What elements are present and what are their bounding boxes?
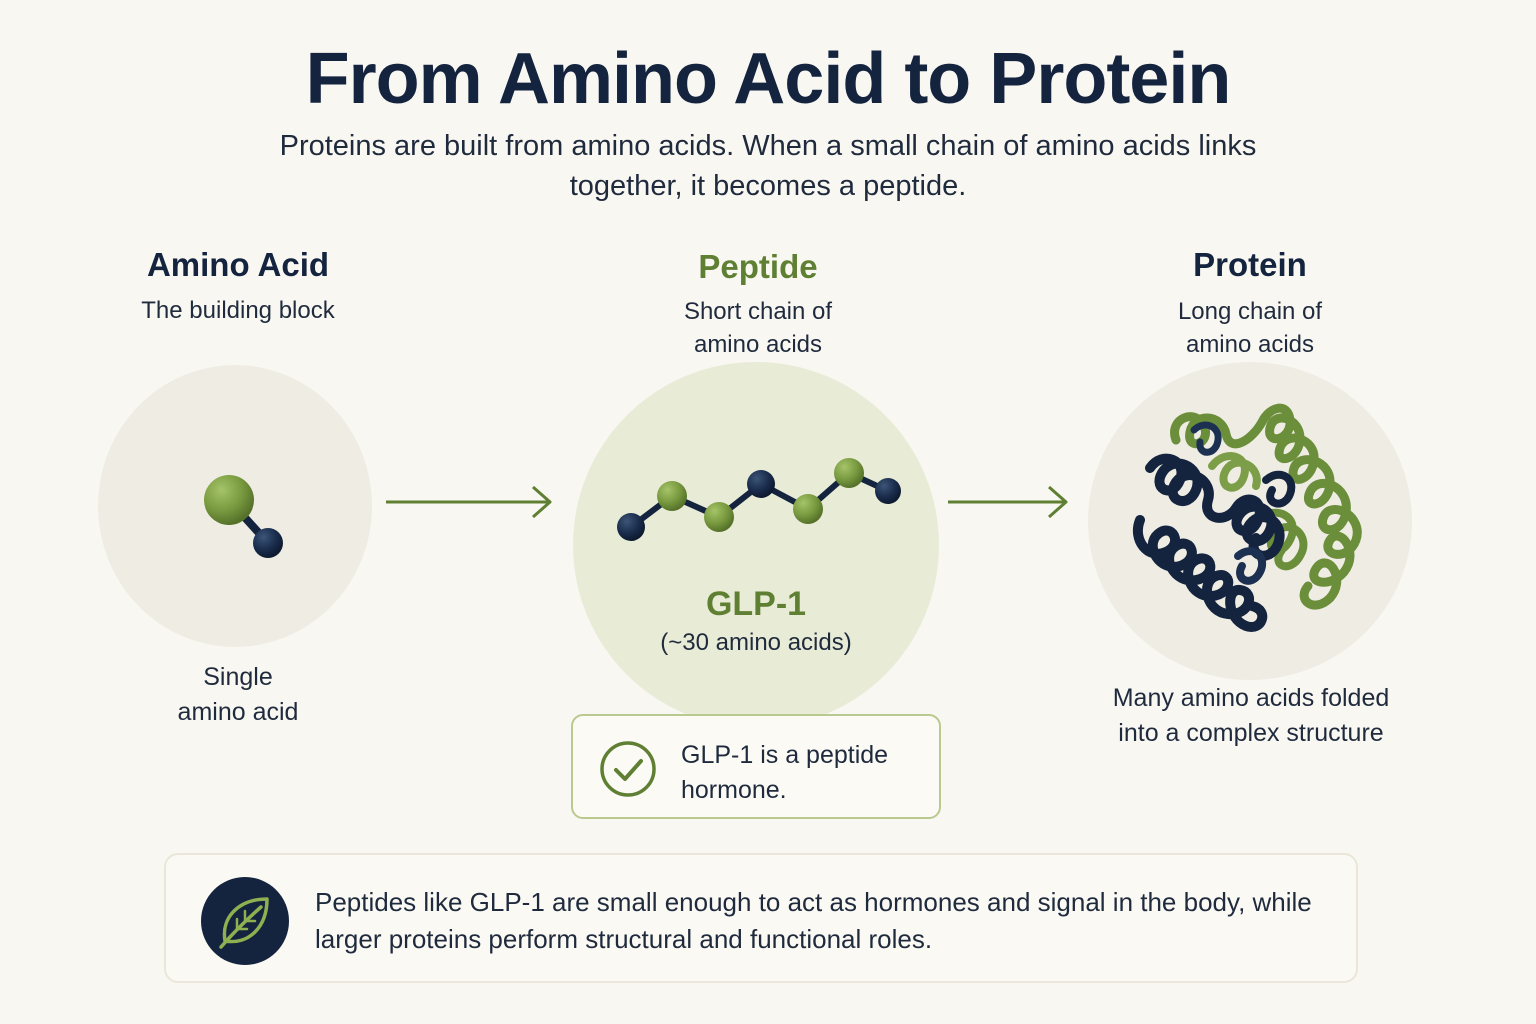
peptide-heading: Peptide (698, 248, 818, 285)
footer-info-box: Peptides like GLP-1 are small enough to … (164, 853, 1358, 983)
footer-text: Peptides like GLP-1 are small enough to … (315, 887, 1312, 954)
glp1-label: GLP-1 (705, 585, 807, 623)
peptide-disc (573, 362, 939, 728)
amino-acid-heading: Amino Acid (146, 246, 330, 283)
peptide-subheading-line-1: Short chain of (683, 298, 833, 325)
arrow-right-icon (386, 485, 552, 519)
protein-heading: Protein (1193, 246, 1307, 283)
protein-subheading-line-1: Long chain of (1177, 298, 1323, 325)
protein-caption-line-1: Many amino acids folded (1112, 684, 1390, 712)
peptide-chain-icon (617, 458, 901, 541)
peptide-note-box: GLP-1 is a peptide hormone. (571, 714, 941, 819)
amino-acid-subheading: The building block (141, 297, 335, 324)
check-circle-icon (600, 741, 656, 797)
page-title: From Amino Acid to Protein (305, 39, 1232, 119)
peptide-note-text: GLP-1 is a peptide hormone. (681, 741, 889, 804)
arrow-right-icon (948, 485, 1068, 519)
page-subtitle: Proteins are built from amino acids. Whe… (279, 130, 1257, 202)
folded-protein-icon (1132, 403, 1362, 632)
amino-acid-caption-line-1: Single (203, 663, 273, 691)
protein-subheading: Long chain of amino acids (1100, 295, 1400, 361)
protein-caption-line-2: into a complex structure (1118, 719, 1384, 747)
peptide-subheading-line-2: amino acids (693, 331, 823, 358)
peptide-subheading: Short chain of amino acids (608, 295, 908, 361)
amino-acid-caption-line-2: amino acid (177, 698, 299, 726)
protein-caption: Many amino acids folded into a complex s… (1070, 681, 1432, 751)
leaf-badge (201, 877, 289, 965)
protein-subheading-line-2: amino acids (1185, 331, 1315, 358)
glp1-amino-count: (~30 amino acids) (660, 629, 852, 656)
amino-acid-caption: Single amino acid (88, 660, 388, 730)
leaf-icon (219, 897, 269, 949)
amino-acid-molecule-icon (204, 475, 283, 558)
